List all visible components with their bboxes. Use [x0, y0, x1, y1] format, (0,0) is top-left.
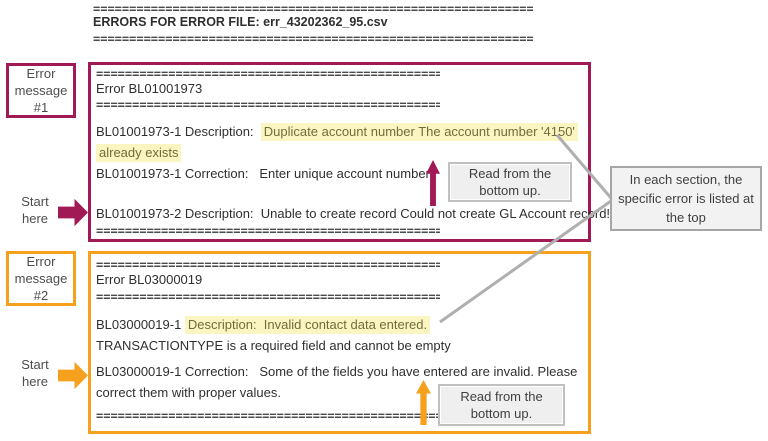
divider-line: ========================================… — [96, 291, 440, 303]
error-id-prefix: BL03000019-1 — [96, 317, 185, 332]
error-1-heading: Error BL01001973 — [96, 81, 203, 96]
start-here-label-1: Start here — [21, 194, 49, 226]
error-2-description-line-1: BL03000019-1 Description: Invalid contac… — [96, 316, 431, 334]
start-here-label-2: Start here — [21, 357, 49, 389]
error-1-description-line-1: BL01001973-1 Description: Duplicate acco… — [96, 123, 578, 141]
start-here-arrow-icon — [58, 361, 88, 390]
error-2-heading: Error BL03000019 — [96, 272, 203, 287]
specific-error-note: In each section, the specific error is l… — [610, 166, 762, 231]
divider-line: ========================================… — [96, 225, 440, 237]
error-2-correction-line-2: correct them with proper values. — [96, 385, 281, 400]
divider-line: ========================================… — [93, 33, 533, 45]
divider-line: ========================================… — [96, 68, 440, 80]
error-message-2-label: Error message #2 — [6, 251, 76, 306]
error-message-1-label: Error message #1 — [6, 63, 76, 118]
divider-line: ========================================… — [96, 99, 440, 111]
read-from-bottom-note-2: Read from the bottom up. — [438, 384, 565, 426]
error-1-correction: BL01001973-1 Correction: Enter unique ac… — [96, 166, 430, 181]
divider-line: ========================================… — [96, 410, 440, 422]
error-2-description-line-2: TRANSACTIONTYPE is a required field and … — [96, 338, 451, 353]
start-here-arrow-icon — [58, 198, 88, 227]
error-message-1-section: ========================================… — [88, 62, 610, 242]
divider-line: ========================================… — [93, 3, 533, 15]
error-1-description-line-2: already exists — [96, 144, 182, 162]
description-label: BL01001973-1 Description: — [96, 124, 261, 139]
read-from-bottom-note-1: Read from the bottom up. — [448, 162, 572, 202]
highlighted-error-text: already exists — [96, 144, 182, 162]
error-1-description-2: BL01001973-2 Description: Unable to crea… — [96, 206, 611, 221]
highlighted-error-text: Description: Invalid contact data entere… — [184, 316, 431, 334]
highlighted-error-text: Duplicate account number The account num… — [260, 123, 578, 141]
error-file-title: ERRORS FOR ERROR FILE: err_43202362_95.c… — [93, 15, 388, 29]
error-2-correction-line-1: BL03000019-1 Correction: Some of the fie… — [96, 364, 578, 379]
divider-line: ========================================… — [96, 259, 440, 271]
error-message-2-section: ========================================… — [88, 251, 591, 434]
